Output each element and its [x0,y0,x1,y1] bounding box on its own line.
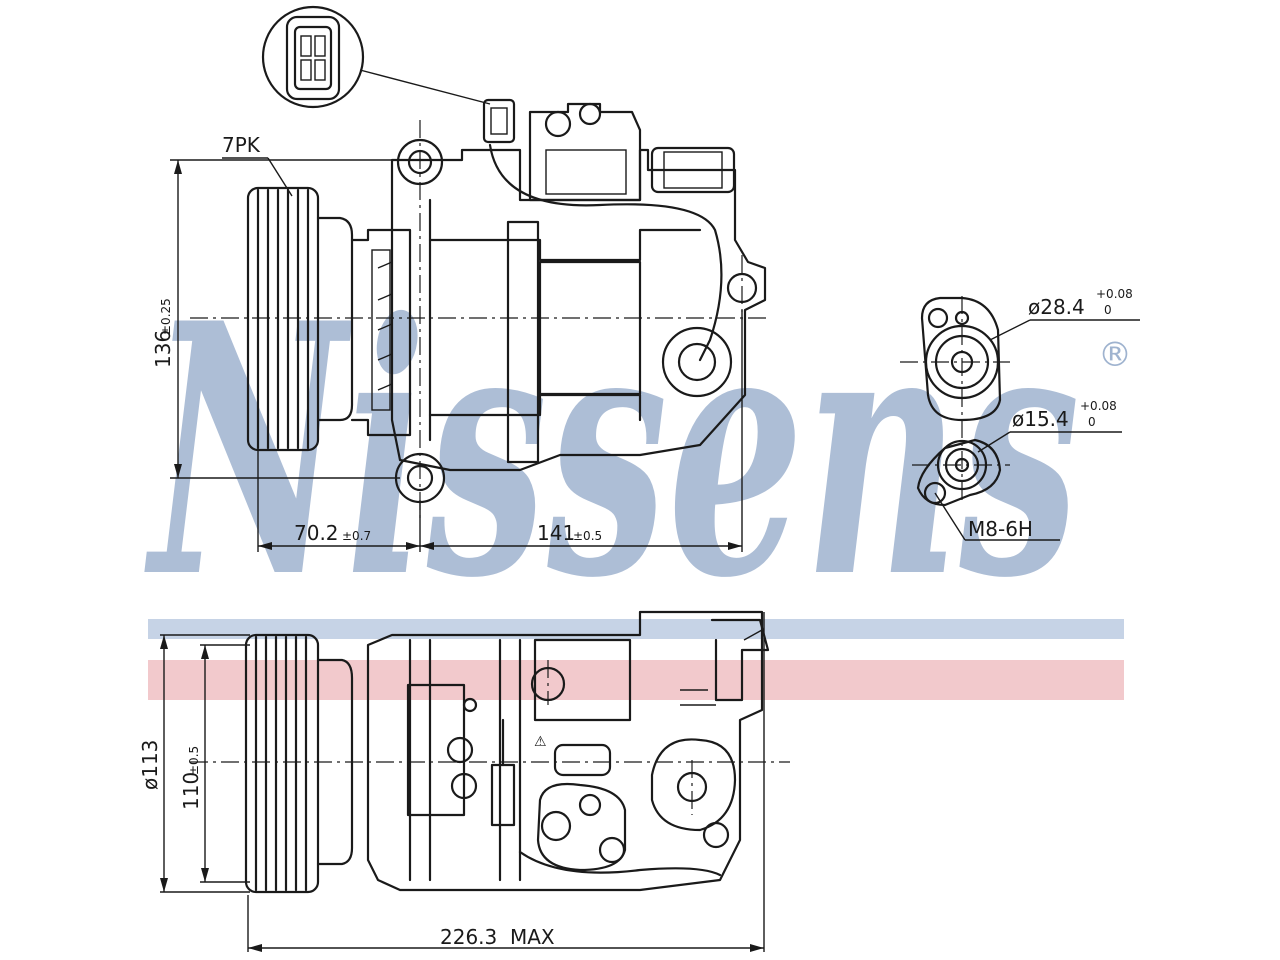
svg-text:±0.5: ±0.5 [573,529,602,543]
label-pulley-diameter: ø113 [138,740,162,790]
svg-text:±0.25: ±0.25 [159,298,173,335]
svg-text:+0.08: +0.08 [1096,287,1133,301]
front-view [190,102,770,520]
svg-text:70.2: 70.2 [294,521,339,545]
label-7pk: 7PK [222,133,261,157]
front-dimensions [170,157,743,552]
svg-text:136: 136 [151,330,175,368]
svg-text:0: 0 [1104,303,1112,317]
svg-text:141: 141 [537,521,575,545]
svg-text:+0.08: +0.08 [1080,399,1117,413]
label-thread: M8-6H [968,517,1033,541]
label-body-length: 141 ±0.5 [537,521,602,545]
brand-watermark: Nissens ® [143,249,1132,700]
label-pulley-offset: 70.2 ±0.7 [294,521,371,545]
svg-text:±0.7: ±0.7 [342,529,371,543]
label-port-large: ø28.4 +0.08 0 [1028,287,1133,319]
brand-stripe-red [148,660,1124,700]
side-dimensions [160,612,765,952]
connector-detail [261,5,516,144]
label-pulley-inner: 110 ±0.5 [179,746,203,810]
watermark-text: Nissens [143,249,1080,654]
registered-mark: ® [1098,335,1132,375]
label-overall-length: 226.3 MAX [440,925,555,949]
label-port-small: ø15.4 +0.08 0 [1012,399,1117,431]
svg-text:⚠: ⚠ [534,734,547,750]
port-detail [900,296,1140,541]
label-height-136: 136 ±0.25 [151,298,175,368]
svg-text:110: 110 [179,772,203,810]
dimension-labels: 7PK 136 ±0.25 70.2 ±0.7 141 ±0.5 ø28.4 +… [138,133,1133,949]
pulley-front [246,186,354,452]
svg-text:0: 0 [1088,415,1096,429]
side-view: ⚠ [190,610,790,894]
svg-text:ø28.4: ø28.4 [1028,295,1085,319]
svg-text:±0.5: ±0.5 [187,746,201,775]
svg-text:ø15.4: ø15.4 [1012,407,1069,431]
